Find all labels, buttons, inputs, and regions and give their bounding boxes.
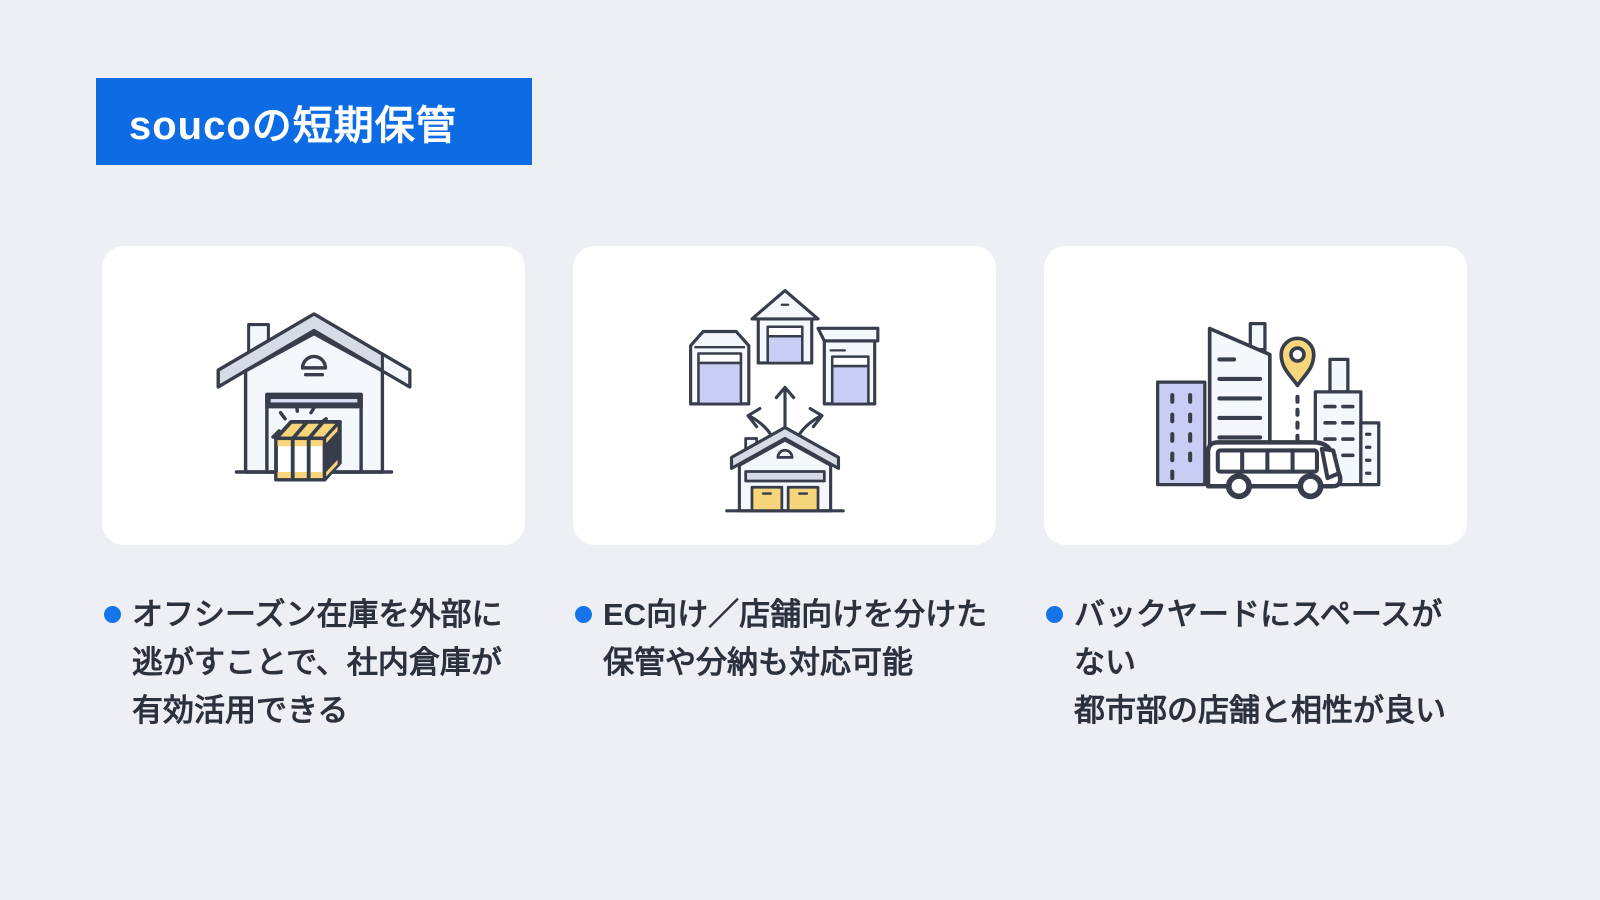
warehouse-with-boxes-icon: [216, 311, 411, 481]
page-title: soucoの短期保管: [129, 103, 457, 148]
feature-cards-row: [102, 246, 1467, 545]
title-banner: soucoの短期保管: [96, 78, 532, 165]
warehouse-distribution-icon: [688, 288, 879, 512]
bullet-urban-store: バックヤードにスペースがない 都市部の店舗と相性が良い: [1044, 591, 1467, 735]
feature-bullets-row: オフシーズン在庫を外部に 逃がすことで、社内倉庫が 有効活用できる EC向け／店…: [102, 591, 1467, 735]
bullet-split-storage: EC向け／店舗向けを分けた 保管や分納も対応可能: [573, 591, 996, 735]
feature-card-split-storage: [573, 246, 996, 545]
bullet-text: バックヤードにスペースがない 都市部の店舗と相性が良い: [1074, 597, 1446, 728]
bullet-dot-icon: [575, 606, 592, 623]
feature-card-offseason: [102, 246, 525, 545]
bullet-dot-icon: [104, 606, 121, 623]
feature-card-urban-store: [1044, 246, 1467, 545]
bullet-dot-icon: [1046, 606, 1063, 623]
bullet-text: オフシーズン在庫を外部に 逃がすことで、社内倉庫が 有効活用できる: [132, 597, 503, 728]
city-bus-location-icon: [1155, 321, 1380, 499]
bullet-offseason: オフシーズン在庫を外部に 逃がすことで、社内倉庫が 有効活用できる: [102, 591, 525, 735]
bullet-text: EC向け／店舗向けを分けた 保管や分納も対応可能: [603, 597, 988, 680]
